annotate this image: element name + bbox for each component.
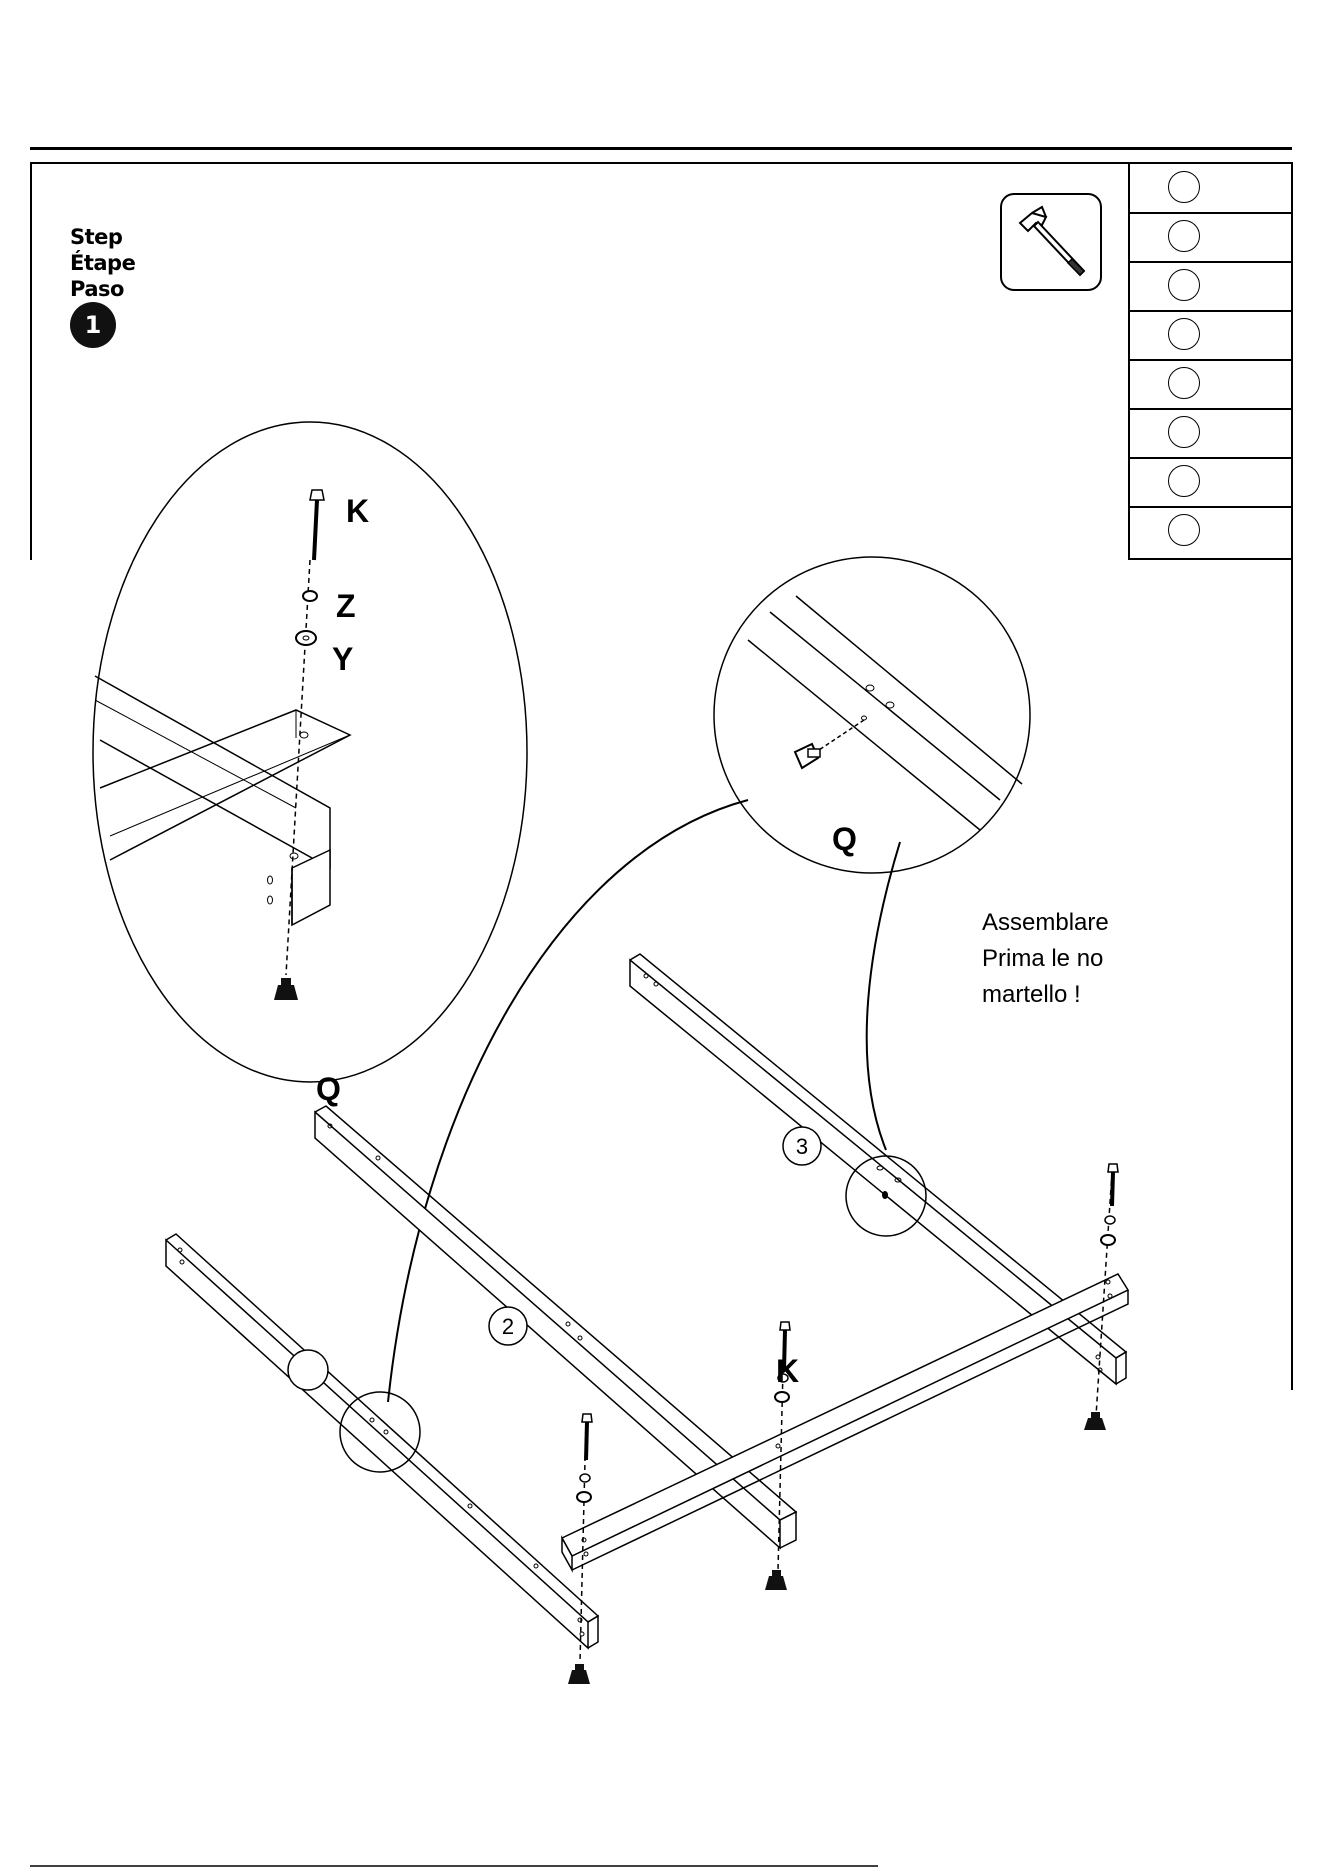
- label-nut-q-right: Q: [832, 821, 857, 857]
- label-bolt-k-main: K: [776, 1353, 799, 1389]
- label-washer-z: Z: [336, 588, 356, 624]
- knob-marker: [288, 1350, 328, 1390]
- assembly-note: Assemblare Prima le no martello !: [982, 905, 1109, 1013]
- part-number-2: 2: [502, 1314, 514, 1339]
- label-nut-q-left: Q: [316, 1071, 341, 1107]
- note-line-3: martello !: [982, 977, 1109, 1013]
- insert-nut-mark: [882, 1191, 888, 1199]
- label-washer-y: Y: [332, 641, 353, 677]
- rail-1: [166, 1234, 598, 1648]
- nut-detail-callout: [714, 557, 1030, 873]
- bolt-detail-callout: [93, 422, 527, 1082]
- part-number-3: 3: [796, 1134, 808, 1159]
- label-bolt-k-detail: K: [346, 493, 369, 529]
- note-line-2: Prima le no: [982, 941, 1109, 977]
- callout-leader-right: [867, 842, 900, 1150]
- note-line-1: Assemblare: [982, 905, 1109, 941]
